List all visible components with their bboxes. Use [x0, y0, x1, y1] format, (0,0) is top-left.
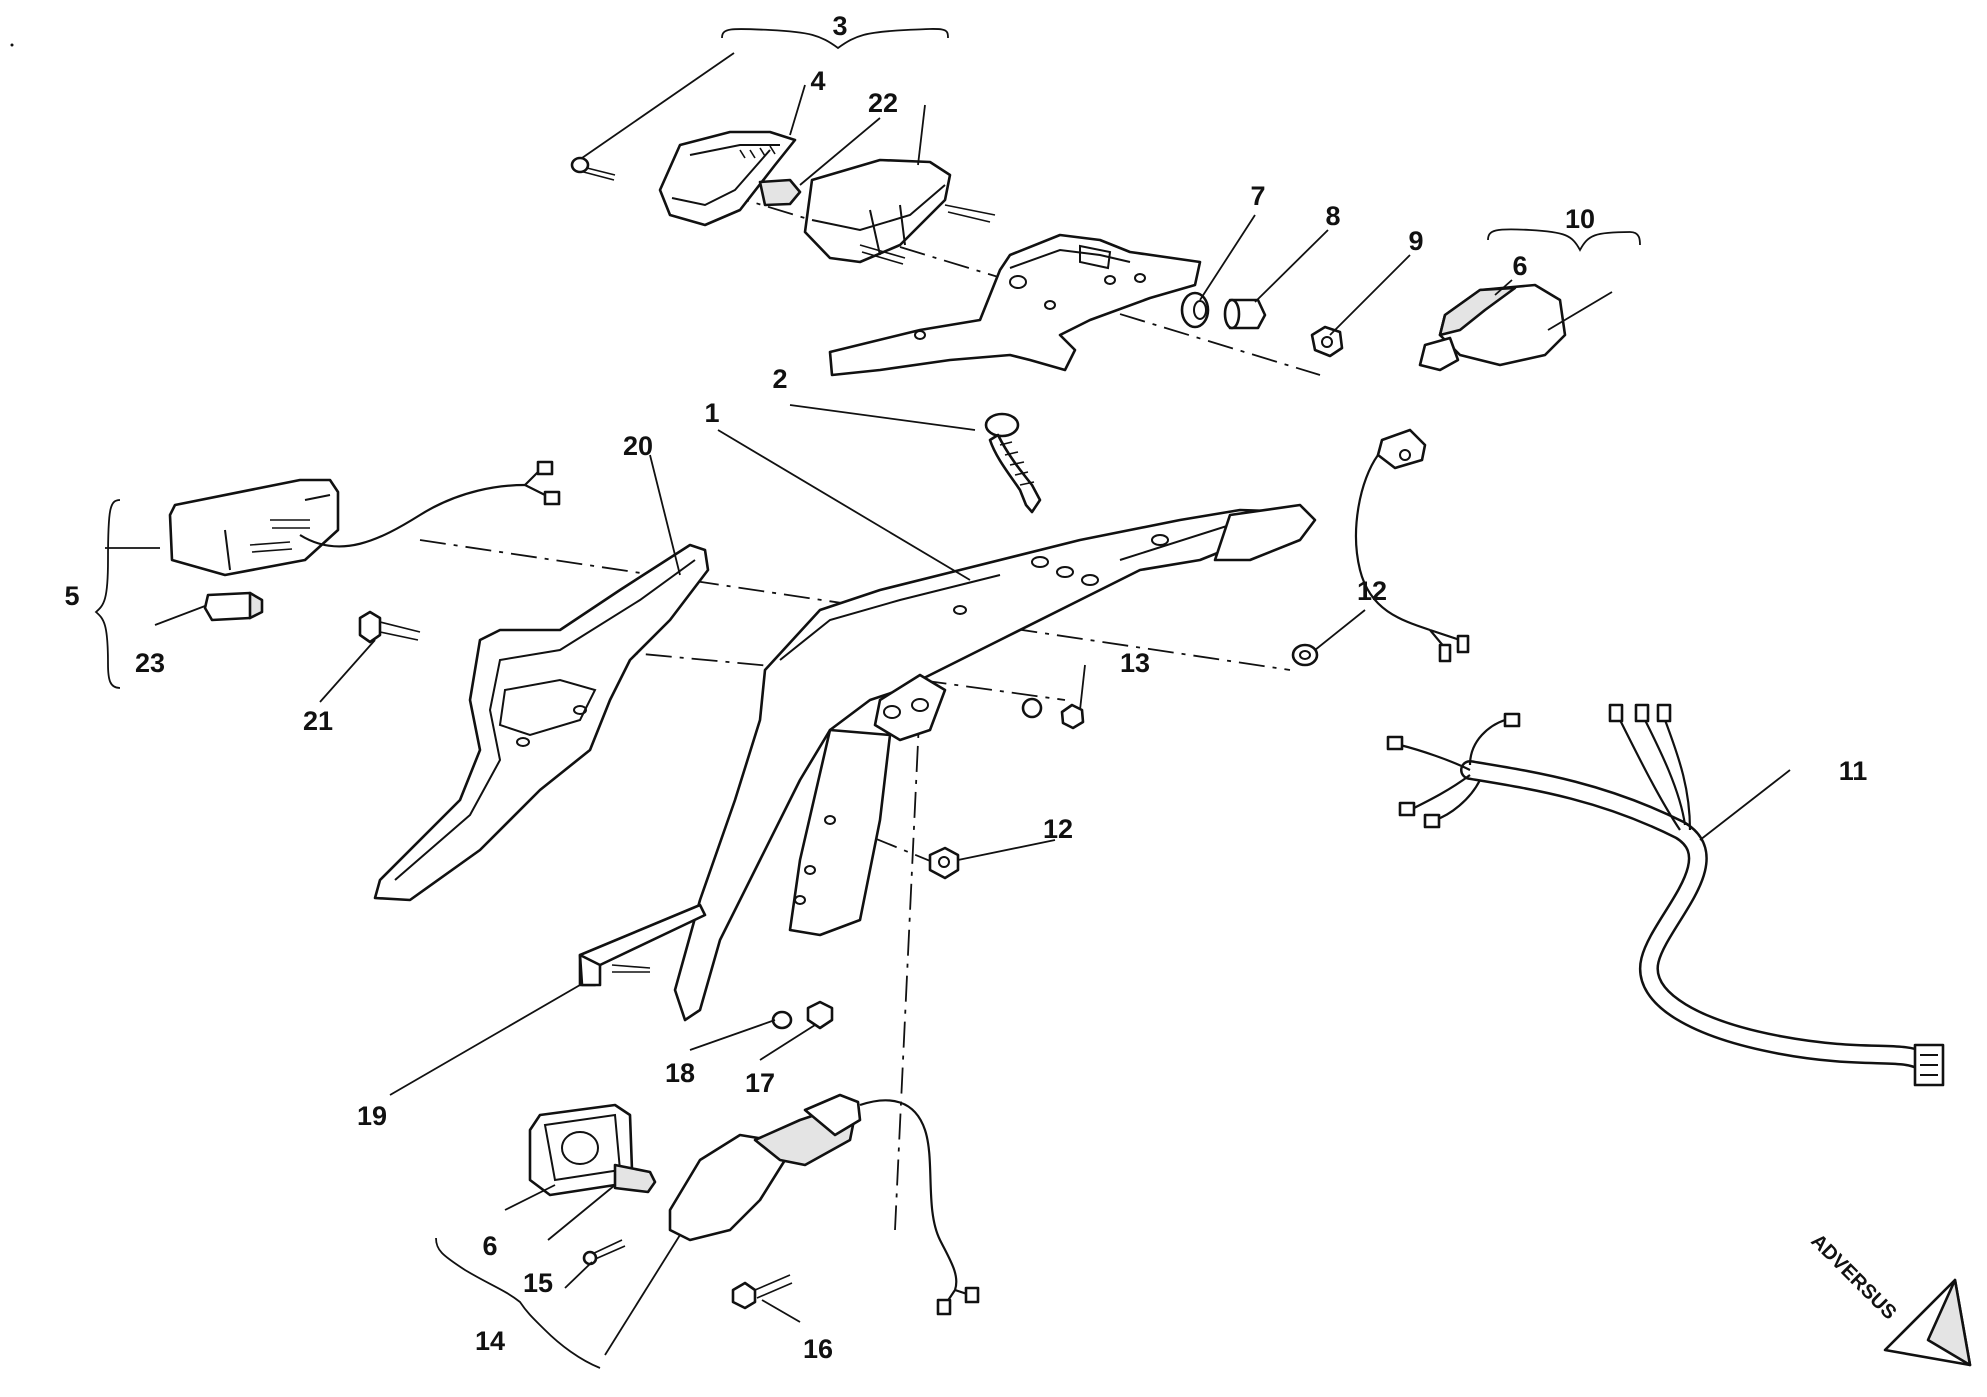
rear-fender-bracket: [673, 503, 1317, 1022]
right-turn-signal: [1354, 283, 1567, 663]
callout-16: 16: [803, 1334, 833, 1364]
callout-3: 3: [832, 11, 847, 41]
wiring-harness: [1386, 703, 1945, 1087]
callout-6-left: 6: [482, 1231, 497, 1261]
stray-dot: [10, 43, 14, 47]
license-plate-light: [168, 460, 561, 622]
nut-washer-17-18: [771, 1000, 834, 1030]
callout-11: 11: [1839, 756, 1868, 786]
callout-23: 23: [135, 648, 165, 678]
callout-13: 13: [1120, 648, 1150, 678]
leader-lines: [105, 52, 1791, 1356]
callout-4: 4: [810, 66, 825, 96]
callout-14: 14: [475, 1326, 505, 1356]
callout-22: 22: [868, 88, 898, 118]
callout-5: 5: [64, 581, 79, 611]
callout-19: 19: [357, 1101, 387, 1131]
callout-9: 9: [1408, 226, 1423, 256]
callout-6-right: 6: [1512, 251, 1527, 281]
callout-7: 7: [1250, 181, 1265, 211]
adversus-logo-text: ADVERSUS: [1806, 1230, 1900, 1324]
license-plate-holder: [373, 543, 710, 902]
group-braces: [94, 28, 1641, 1369]
grommet-spacer-nut: [1180, 291, 1344, 358]
callout-labels: 3 4 22 7 8 9 10 6 2 1 20 5 23 21 12 13 1…: [64, 11, 1867, 1364]
callout-8: 8: [1325, 201, 1340, 231]
callout-15: 15: [523, 1268, 553, 1298]
nuts-and-washers: [928, 643, 1319, 880]
callout-12-top: 12: [1357, 576, 1387, 606]
callout-2: 2: [772, 364, 787, 394]
callout-12-bottom: 12: [1043, 814, 1073, 844]
cable-tie: [984, 412, 1042, 514]
callout-18: 18: [665, 1058, 695, 1088]
screw-21: [358, 610, 421, 644]
callout-10: 10: [1565, 204, 1595, 234]
callout-21: 21: [303, 706, 333, 736]
callout-20: 20: [623, 431, 653, 461]
tail-light-assembly: [570, 130, 996, 265]
tail-light-bracket: [828, 233, 1202, 377]
callout-17: 17: [745, 1068, 775, 1098]
callout-1: 1: [704, 398, 719, 428]
adversus-logo: ADVERSUS: [1806, 1230, 1972, 1367]
left-turn-signal: [528, 1093, 980, 1316]
